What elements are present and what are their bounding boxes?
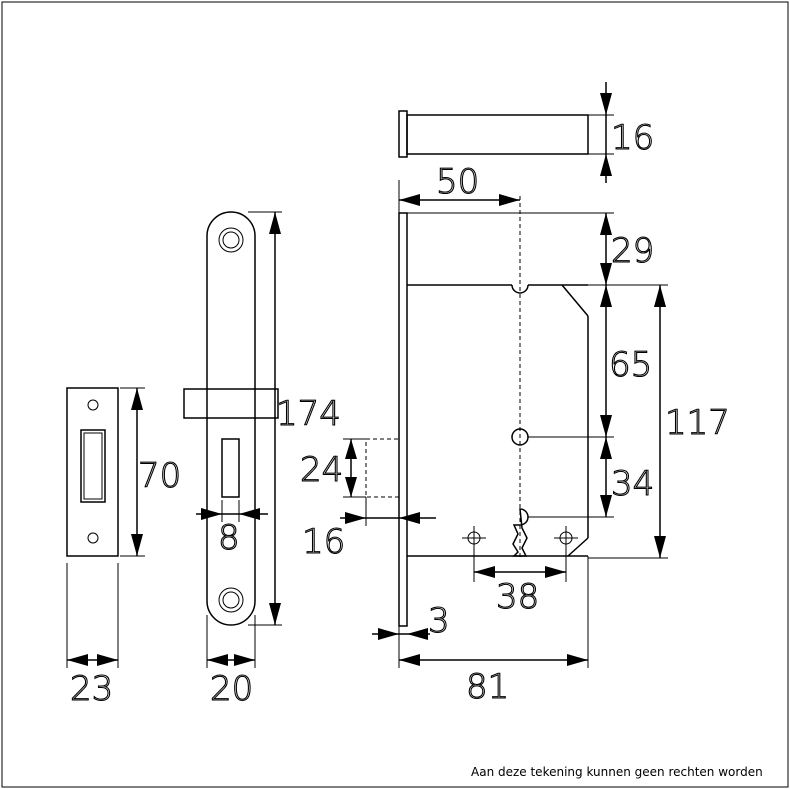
dimension-bolt-projection: 16 [301, 497, 436, 563]
label-faceplate-thickness: 3 [428, 601, 450, 641]
label-spindle-spacing: 38 [496, 577, 539, 617]
dimension-latch-gap: 8 [196, 500, 268, 559]
label-upper-span: 65 [609, 345, 652, 385]
label-faceplate-width: 20 [210, 669, 253, 709]
dimension-lower-span: 34 [600, 437, 655, 517]
label-faceplate-height: 174 [276, 394, 341, 434]
dimension-faceplate-height: 174 [248, 211, 341, 626]
label-lower-span: 34 [611, 464, 654, 504]
dimension-bolt-height: 24 [299, 438, 366, 498]
faceplate [183, 211, 279, 626]
dimension-spindle-spacing: 38 [474, 566, 566, 618]
lock-body [365, 180, 668, 668]
dimension-upper-span: 65 [600, 285, 653, 437]
label-backset: 50 [436, 162, 479, 202]
dimension-backset: 50 [399, 161, 520, 206]
dimension-body-depth: 81 [399, 654, 588, 708]
label-forend-height: 70 [138, 456, 181, 496]
label-cylinder-diameter: 16 [611, 118, 654, 158]
dimension-faceplate-thickness: 3 [372, 600, 450, 642]
label-forend-width: 23 [70, 669, 113, 709]
label-body-height: 117 [665, 403, 730, 443]
dimension-body-height: 117 [654, 285, 730, 558]
dimension-top-offset: 29 [600, 213, 655, 285]
label-bolt-height: 24 [300, 450, 343, 490]
strike-plate [66, 387, 119, 557]
label-top-offset: 29 [611, 231, 654, 271]
dimension-forend-height: 70 [120, 387, 182, 557]
label-latch-gap: 8 [218, 518, 240, 558]
disclaimer-text: Aan deze tekening kunnen geen rechten wo… [471, 765, 763, 779]
dimension-faceplate-width: 20 [206, 615, 256, 710]
label-body-depth: 81 [466, 667, 509, 707]
label-bolt-projection: 16 [302, 522, 345, 562]
dimension-forend-width: 23 [66, 563, 119, 710]
cylinder: 16 [398, 82, 655, 183]
